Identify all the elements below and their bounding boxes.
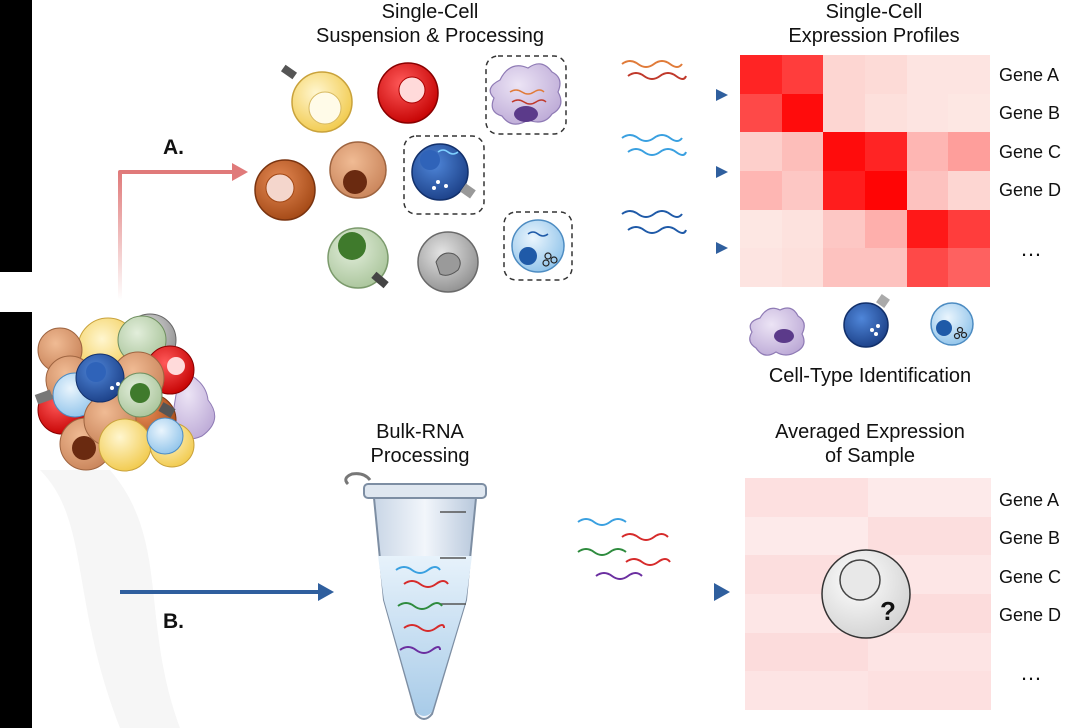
sc-heatmap-cell — [948, 132, 991, 172]
identified-light-blue-cell-icon — [930, 302, 974, 346]
yellow-cell-icon — [280, 64, 353, 133]
unknown-cell-type-mark: ? — [880, 596, 896, 626]
background-swirl — [40, 470, 180, 728]
bulk-gene-label-a: Gene A — [999, 490, 1060, 510]
sc-heatmap-cell — [781, 93, 824, 133]
red-cell-icon — [377, 62, 439, 124]
sc-heatmap-cell — [781, 209, 824, 249]
sc-heatmap-cell — [906, 93, 949, 133]
sc-heatmap-cell — [865, 209, 907, 249]
sc-heatmap-cell — [740, 93, 782, 133]
sc-heatmap-cell — [865, 132, 907, 172]
left-black-bar-bottom — [0, 312, 32, 728]
profile-arrow-1 — [578, 89, 728, 101]
sc-heatmap-cell — [781, 171, 824, 210]
path-b-label: B. — [163, 610, 184, 633]
bulk-output-arrow — [490, 583, 730, 601]
bulk-heatmap-cell — [745, 478, 868, 517]
sc-heatmap-cell — [906, 132, 949, 172]
sc-heatmap-cell — [823, 132, 866, 172]
profile-arrow-2 — [490, 166, 728, 178]
bulk-heatmap-cell — [867, 671, 991, 711]
sc-heatmap-cell — [823, 55, 866, 94]
identified-macrophage-icon — [749, 307, 805, 356]
sc-heatmap-cell — [823, 248, 866, 288]
bulk-rna-strands — [577, 518, 671, 580]
bulk-gene-label-d: Gene D — [999, 605, 1062, 625]
green-cell-icon — [327, 227, 389, 289]
sc-heatmap-cell — [865, 93, 907, 133]
sc-gene-label-more: … — [1020, 236, 1042, 261]
bulk-heatmap-cell — [867, 516, 991, 556]
rna-strands-1 — [621, 60, 687, 80]
bulk-heatmap-cell — [745, 671, 868, 711]
sc-gene-label-a: Gene A — [999, 65, 1060, 85]
profile-arrow-3 — [578, 242, 728, 254]
sc-heatmap-cell — [740, 209, 782, 249]
bulk-heatmap-cell — [867, 632, 991, 672]
single-cell-profiles-header: Single-Cell Expression Profiles — [788, 1, 960, 47]
bulk-heatmap-cell — [745, 516, 868, 556]
sc-heatmap-cell — [823, 209, 866, 249]
bulk-gene-label-b: Gene B — [999, 528, 1061, 548]
sc-heatmap-cell — [948, 93, 991, 133]
sc-heatmap-cell — [740, 55, 782, 94]
sc-heatmap-cell — [781, 132, 824, 172]
path-b-arrow — [118, 480, 334, 601]
sc-heatmap-cell — [906, 55, 949, 94]
averaged-expression-header: Averaged Expression of Sample — [775, 421, 965, 467]
bulk-heatmap-cell — [745, 555, 868, 595]
sc-heatmap-cell — [865, 248, 907, 288]
sc-gene-label-c: Gene C — [999, 142, 1062, 162]
blue-cell-icon — [403, 135, 485, 215]
bulk-rna-processing-header: Bulk-RNA Processing — [370, 421, 470, 467]
sc-heatmap-cell — [948, 248, 991, 288]
rna-strands-2 — [621, 134, 687, 156]
path-a-label: A. — [163, 136, 184, 159]
tan-cell-icon — [329, 141, 387, 199]
single-cell-expression-heatmap — [740, 55, 991, 288]
sc-heatmap-cell — [781, 55, 824, 94]
brown-cell-icon — [254, 159, 316, 221]
path-a-arrow — [118, 163, 248, 300]
macrophage-cell-icon — [485, 55, 567, 135]
bulk-heatmap-cell — [867, 555, 991, 595]
left-black-bar-top — [0, 0, 32, 272]
eppendorf-tube-icon — [344, 472, 487, 720]
bulk-gene-label-more: … — [1020, 660, 1042, 685]
bulk-gene-label-c: Gene C — [999, 567, 1062, 587]
light-blue-cell-icon — [503, 211, 573, 281]
bulk-heatmap-cell — [867, 478, 991, 517]
sc-heatmap-cell — [823, 171, 866, 210]
cell-type-identification-label: Cell-Type Identification — [768, 365, 972, 387]
sc-heatmap-cell — [740, 132, 782, 172]
sc-heatmap-cell — [740, 248, 782, 288]
sc-gene-label-b: Gene B — [999, 103, 1061, 123]
sc-heatmap-cell — [865, 171, 907, 210]
sc-heatmap-cell — [948, 55, 991, 94]
identified-blue-cell-icon — [843, 294, 890, 348]
bulk-heatmap-cell — [745, 594, 868, 633]
sc-heatmap-cell — [906, 171, 949, 210]
sc-heatmap-cell — [781, 248, 824, 288]
gray-cell-icon — [417, 231, 479, 293]
bulk-heatmap-cell — [745, 632, 868, 672]
tissue-sample-cluster — [34, 313, 216, 472]
sc-heatmap-cell — [948, 209, 991, 249]
bulk-averaged-expression-heatmap — [745, 478, 991, 711]
rna-strands-3 — [621, 210, 687, 234]
sc-heatmap-cell — [906, 209, 949, 249]
sc-heatmap-cell — [906, 248, 949, 288]
sc-heatmap-cell — [823, 93, 866, 133]
sc-heatmap-cell — [948, 171, 991, 210]
sc-heatmap-cell — [740, 171, 782, 210]
sc-heatmap-cell — [865, 55, 907, 94]
sc-gene-label-d: Gene D — [999, 180, 1062, 200]
single-cell-processing-header: Single-Cell Suspension & Processing — [316, 1, 544, 47]
